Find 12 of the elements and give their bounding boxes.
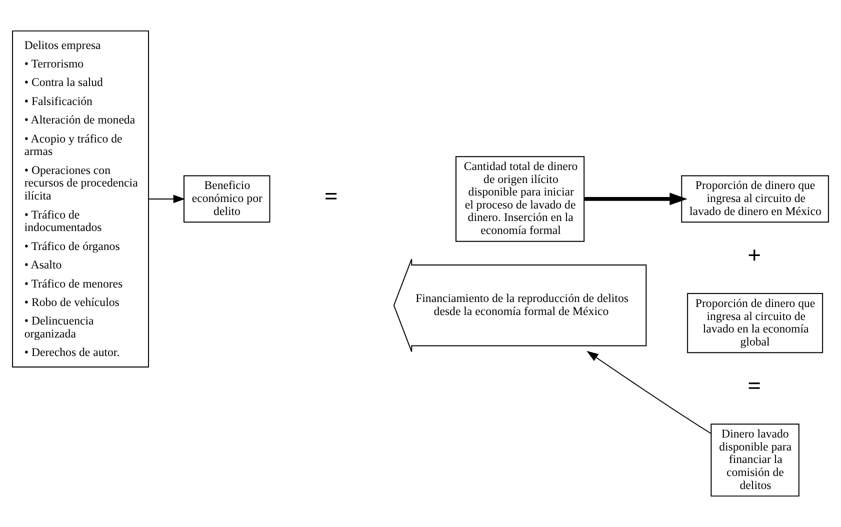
node-box: Beneficio económico por delito <box>184 175 270 223</box>
arrow <box>586 350 712 434</box>
node-box: Cantidad total de dinero de origen ilícito disponible para iniciar el proceso de lavado de dinero. Inserción en la economía formal <box>455 156 585 242</box>
arrow <box>584 192 688 206</box>
node-box: Proporción de dinero que ingresa al circuito de lavado de dinero en México <box>681 175 829 223</box>
node-box: Dinero lavado disponible para financiar la comisión de delitos <box>710 424 800 497</box>
node-box: Delitos empresa • Terrorismo • Contra la salud • Falsificación • Alteración de moneda • Acopio y tráfico de armas • Operaciones con recursos de procedencia ilícita • Tráfico de indocumentados • Tráfico de órganos • Asalto • Tráfico de menores • Robo de vehículos • Delincuencia organizada • Derechos de autor. <box>12 30 150 368</box>
label: = <box>324 184 338 210</box>
label: = <box>748 373 762 400</box>
label: + <box>748 243 762 270</box>
arrow <box>148 194 186 204</box>
node-box: Proporción de dinero que ingresa al circuito de lavado en la economía global <box>687 293 824 354</box>
